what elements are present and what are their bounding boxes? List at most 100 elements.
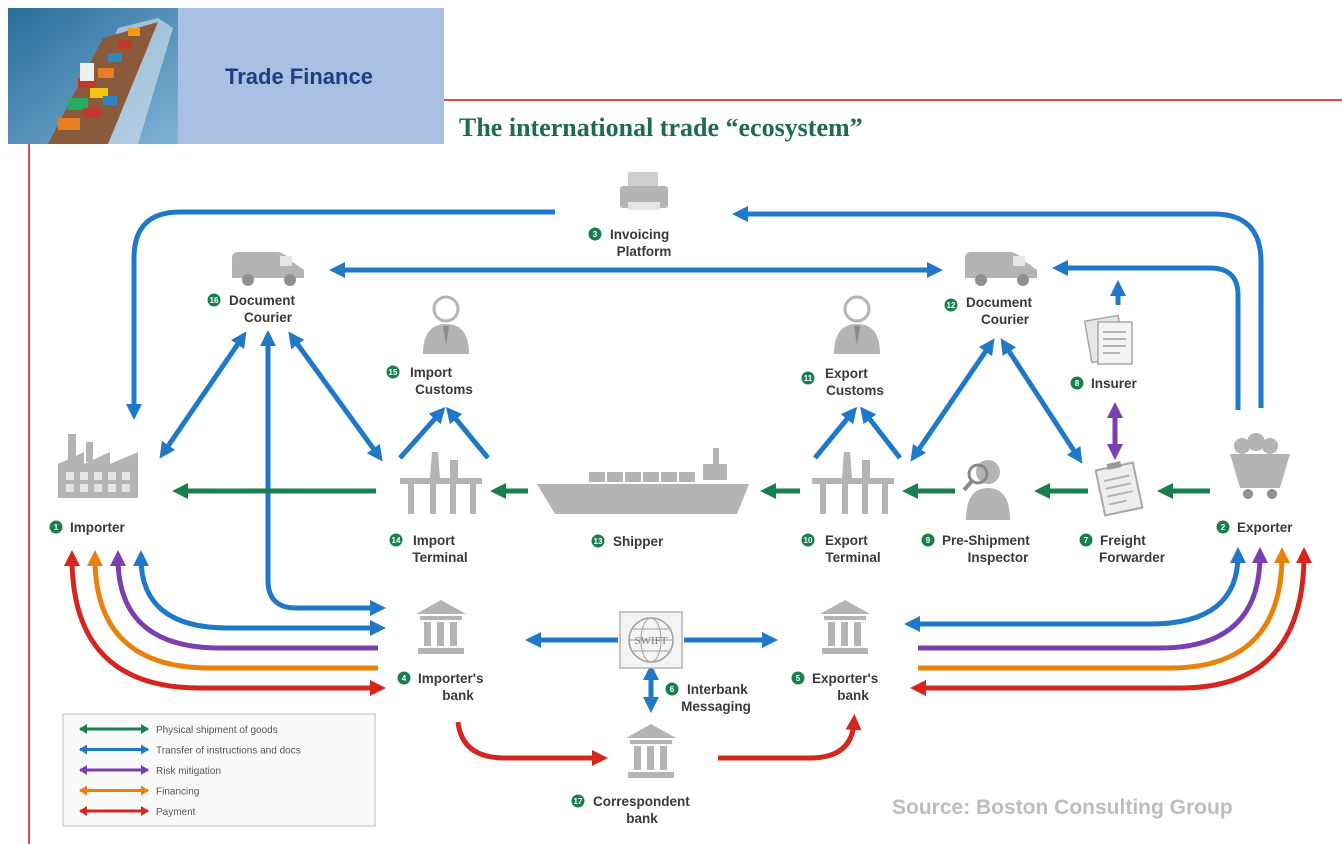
node-label-line: Inspector [968, 550, 1030, 565]
node-label-line: Insurer [1091, 376, 1138, 391]
legend-label: Physical shipment of goods [156, 725, 278, 736]
arrow-exp-payment [909, 547, 1312, 697]
legend-arrowhead [141, 724, 149, 734]
bank-icon [626, 724, 676, 778]
arrow-exporter-to-courier [1051, 259, 1241, 410]
diagram-title: The international trade “ecosystem” [459, 113, 863, 142]
clipboard-icon [1094, 461, 1144, 517]
arrow-export-customs-to-terminal [860, 406, 902, 460]
number-badge [207, 293, 221, 307]
number-badge [49, 520, 63, 534]
legend-item: Risk mitigation [79, 765, 221, 777]
node-label-line: Customs [415, 382, 473, 397]
legend-item: Payment [79, 806, 196, 818]
node-label-line: Freight [1100, 533, 1146, 548]
arrow-terminal-courier [910, 338, 995, 462]
node-label-line: Courier [981, 312, 1030, 327]
printer-icon [620, 172, 668, 210]
number-badge-text: 13 [594, 537, 603, 546]
arrow-imp-payment [64, 550, 387, 697]
node-label-line: Exporter's [812, 671, 878, 686]
number-badge-text: 6 [670, 685, 675, 694]
node-label-line: Import [413, 533, 456, 548]
node-label-line: Import [410, 365, 453, 380]
number-badge-text: 10 [804, 536, 813, 545]
number-badge-text: 5 [796, 674, 801, 683]
number-badge [389, 533, 403, 547]
node-label-line: Courier [244, 310, 293, 325]
number-badge-text: 16 [210, 296, 219, 305]
legend-arrowhead [79, 765, 87, 775]
swift-globe-icon: SWIFT [619, 611, 683, 669]
number-badge-text: 8 [1075, 379, 1080, 388]
source-credit: Source: Boston Consulting Group [892, 796, 1233, 819]
legend-item: Transfer of instructions and docs [79, 744, 301, 757]
node-label-line: Correspondent [593, 794, 690, 809]
number-badge-text: 3 [593, 230, 598, 239]
number-badge [801, 371, 815, 385]
ship-icon [537, 448, 749, 514]
legend-arrowhead [79, 785, 87, 796]
number-badge-text: 14 [392, 536, 401, 545]
arrow-imp-financing [87, 550, 378, 671]
number-badge-text: 12 [947, 301, 956, 310]
node-label-line: bank [626, 811, 658, 826]
node-label-line: Export [825, 366, 868, 381]
node-label-line: Customs [826, 383, 884, 398]
node-label-line: Invoicing [610, 227, 669, 242]
arrow-terminal-to-export-customs [813, 406, 858, 460]
node-label-line: Messaging [681, 699, 751, 714]
arrow-importer-courier [159, 331, 247, 459]
inspector-icon [962, 460, 1010, 520]
arrow-courier-import-terminal [288, 331, 383, 462]
arrow-terminal-to-import-customs [398, 407, 446, 460]
arrow-exp-risk [918, 547, 1268, 651]
arrow-correspondent-to-exporters-bank [718, 714, 862, 761]
van-icon [232, 252, 304, 286]
legend-label: Risk mitigation [156, 766, 221, 777]
number-badge [591, 534, 605, 548]
factory-icon [58, 434, 138, 498]
node-label-line: Importer [70, 520, 126, 535]
officer-icon [834, 295, 880, 354]
node-label-line: Export [825, 533, 868, 548]
number-badge [1070, 376, 1084, 390]
node-label-line: Terminal [412, 550, 467, 565]
arrow-importers-bank-to-correspondent [455, 721, 609, 767]
bank-icon [820, 600, 870, 654]
node-label-line: bank [442, 688, 474, 703]
node-label-line: Forwarder [1099, 550, 1166, 565]
arrow-exp-docs [903, 547, 1246, 633]
node-label-insurer: 8 Insurer [1070, 376, 1138, 391]
legend-label: Payment [156, 807, 196, 818]
legend-label: Transfer of instructions and docs [156, 746, 301, 757]
number-badge [1216, 520, 1230, 534]
top-rule [444, 99, 1342, 101]
number-badge [801, 533, 815, 547]
node-label-line: Importer's [418, 671, 483, 686]
node-label-line: Document [966, 295, 1033, 310]
legend-arrowhead [141, 806, 149, 816]
arrows-layer [64, 205, 1312, 767]
header-banner: Trade Finance [8, 8, 444, 144]
node-label-line: Platform [617, 244, 672, 259]
number-badge [571, 794, 585, 808]
node-label-line: Document [229, 293, 296, 308]
legend-arrowhead [79, 806, 87, 816]
arrow-import-customs-to-terminal [445, 406, 490, 460]
number-badge-text: 11 [804, 374, 813, 383]
number-badge [386, 365, 400, 379]
terminal-icon [812, 452, 894, 514]
